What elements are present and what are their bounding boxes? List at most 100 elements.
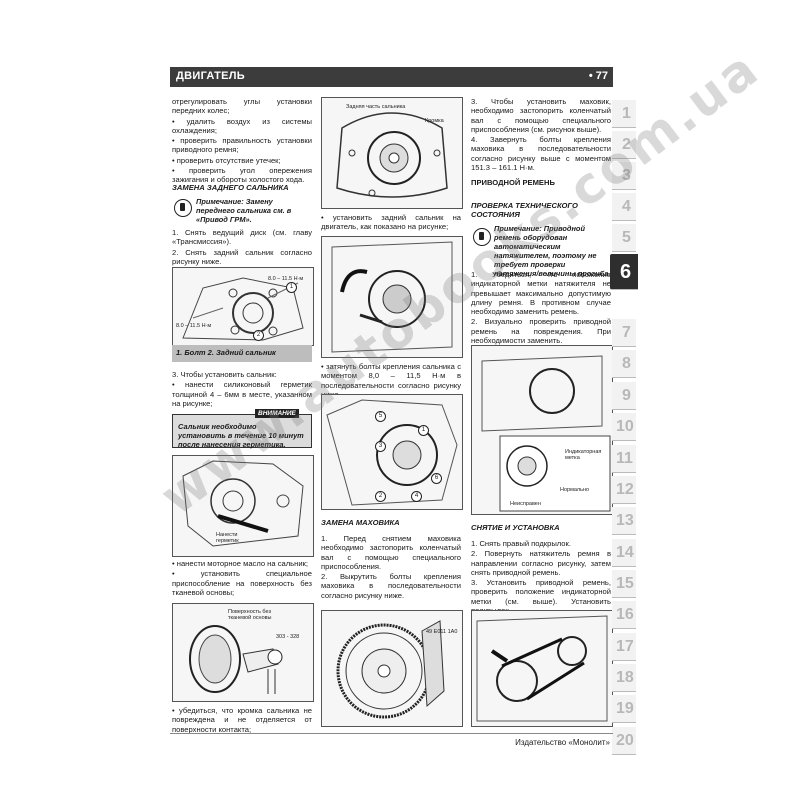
figure-label: Неисправен (510, 501, 541, 507)
callout-3: 3 (375, 441, 386, 452)
figure-label: Индикаторная метка (565, 449, 602, 461)
paragraph: 1. Перед снятием маховика необходимо зас… (321, 534, 461, 571)
chapter-tab-7[interactable]: 7 (612, 319, 636, 347)
figure-label: Поверхность без тканевой основы (228, 609, 272, 621)
chapter-tab-1[interactable]: 1 (612, 100, 636, 128)
col1-steps4: • убедиться, что кромка сальника не повр… (172, 706, 312, 735)
engine-block-drawing (182, 460, 304, 547)
page-number: • 77 (588, 70, 608, 82)
callout-5: 5 (375, 411, 386, 422)
figure-bolt-sequence (321, 394, 463, 510)
chapter-tab-5[interactable]: 5 (612, 224, 636, 252)
note-icon (174, 199, 192, 217)
page-section-title: ДВИГАТЕЛЬ (176, 70, 246, 82)
callout-4: 4 (411, 491, 422, 502)
paragraph: 3. Чтобы установить сальник: (172, 370, 277, 379)
publisher-footer: Издательство «Монолит» (515, 738, 610, 747)
paragraph: 4. Завернуть болты крепления маховика в … (471, 135, 611, 173)
paragraph: 3. Чтобы установить маховик, необходимо … (471, 97, 611, 134)
chapter-tab-2[interactable]: 2 (612, 131, 636, 159)
section-title-rear-seal: ЗАМЕНА ЗАДНЕГО САЛЬНИКА (172, 183, 289, 192)
chapter-tab-10[interactable]: 10 (612, 413, 636, 441)
seal-drawing (336, 112, 448, 198)
col2-steps3: 1. Перед снятием маховика необходимо зас… (321, 534, 461, 601)
chapter-tab-18[interactable]: 18 (612, 664, 636, 692)
footer-divider (170, 733, 613, 734)
col2-steps1: • установить задний сальник на двигатель… (321, 213, 461, 233)
col3-steps3: 1. Снять правый подкрылок. 2. Повернуть … (471, 539, 611, 616)
chapter-tab-4[interactable]: 4 (612, 193, 636, 221)
tool-code: 49 E011 1A0 (426, 629, 458, 635)
note-icon (473, 228, 491, 246)
figure-seal-install (321, 236, 463, 358)
callout-2: 2 (253, 330, 264, 341)
paragraph: • установить специальное приспособление … (172, 569, 312, 597)
paragraph: • проверить отсутствие утечек; (172, 155, 281, 165)
chapter-tab-17[interactable]: 17 (612, 633, 636, 661)
col1-steps3: • нанести моторное масло на сальник; • у… (172, 559, 312, 598)
flywheel-drawing (336, 620, 445, 719)
section-title-flywheel: ЗАМЕНА МАХОВИКА (321, 518, 400, 527)
chapter-tab-8[interactable]: 8 (612, 350, 636, 378)
figure-label: Нанести герметик (216, 532, 239, 544)
warning-box: Сальник необходимо установить в течение … (172, 414, 312, 449)
figure-tensioner-indicator (471, 345, 613, 515)
paragraph: 2. Выкрутить болты крепления маховика в … (321, 572, 461, 600)
col1-steps: 1. Снять ведущий диск (см. главу «Трансм… (172, 228, 312, 267)
paragraph: 2. Снять задний сальник согласно рисунку… (172, 247, 312, 266)
tool-code: 303 - 328 (276, 634, 300, 640)
figure-label: Кромка (425, 118, 444, 124)
figure-label: Задняя часть сальника (346, 104, 406, 110)
callout-2: 2 (375, 491, 386, 502)
chapter-tab-15[interactable]: 15 (612, 570, 636, 598)
figure-special-tool (172, 603, 314, 702)
chapter-tab-3[interactable]: 3 (612, 162, 636, 190)
callout-6: 6 (431, 473, 442, 484)
chapter-tab-12[interactable]: 12 (612, 476, 636, 504)
chapter-tab-20[interactable]: 20 (612, 727, 636, 755)
paragraph: 1. Снять правый подкрылок. (471, 539, 571, 548)
callout-1: 1 (418, 425, 429, 436)
tensioner-drawing (481, 355, 611, 512)
paragraph: • убедиться, что кромка сальника не повр… (172, 706, 312, 734)
figure-apply-sealant (172, 455, 314, 557)
chapter-tab-9[interactable]: 9 (612, 382, 636, 410)
torque-label: 8.0 – 11.5 Н·м (176, 323, 212, 329)
figure-rear-seal (321, 97, 463, 209)
paragraph: отрегулировать углы установки передних к… (172, 97, 312, 116)
paragraph: • проверить правильность установки приво… (172, 136, 312, 155)
paragraph: • нанести силиконовый герметик толщиной … (172, 380, 312, 408)
paragraph: 2. Визуально проверить приводной ремень … (471, 317, 611, 346)
paragraph: • проверить угол опережения зажигания и … (172, 166, 312, 185)
paragraph: • удалить воздух из системы охлаждения; (172, 116, 312, 135)
chapter-tab-6[interactable]: 6 (610, 254, 638, 290)
col3-steps1: 3. Чтобы установить маховик, необходимо … (471, 97, 611, 173)
warning-text: Сальник необходимо установить в течение … (178, 422, 304, 449)
note-text: Примечание: Приводной ремень оборудован … (494, 224, 611, 278)
figure-label: Нормально (560, 487, 590, 493)
torque-label: 8.0 – 11.5 Н·м (268, 276, 304, 282)
install-drawing (331, 241, 453, 353)
callout-1: 1 (286, 282, 297, 293)
header-bar (170, 67, 613, 87)
warning-tag: ВНИМАНИЕ (255, 409, 299, 418)
chapter-tab-14[interactable]: 14 (612, 539, 636, 567)
tool-drawing (189, 625, 283, 694)
section-title-drive-belt: ПРИВОДНОЙ РЕМЕНЬ (471, 178, 555, 187)
chapter-tab-11[interactable]: 11 (612, 445, 636, 473)
col1-intro: отрегулировать углы установки передних к… (172, 97, 312, 186)
col3-steps2: 1. Убедиться, что положение индикаторной… (471, 270, 611, 346)
paragraph: 1. Убедиться, что положение индикаторной… (471, 270, 611, 317)
figure-belt-removal (471, 610, 613, 727)
paragraph: 1. Снять ведущий диск (см. главу «Трансм… (172, 228, 312, 247)
paragraph: 2. Повернуть натяжитель ремня в направле… (471, 549, 611, 577)
chapter-tab-16[interactable]: 16 (612, 601, 636, 629)
paragraph: • нанести моторное масло на сальник; (172, 559, 308, 568)
note-text: Примечание: Замену переднего сальника см… (196, 197, 292, 224)
chapter-tab-19[interactable]: 19 (612, 695, 636, 723)
belt-drawing (476, 615, 608, 722)
chapter-tab-13[interactable]: 13 (612, 507, 636, 535)
section-title-removal: СНЯТИЕ И УСТАНОВКА (471, 523, 560, 532)
paragraph: • установить задний сальник на двигатель… (321, 213, 461, 232)
sequence-drawing (326, 399, 458, 506)
